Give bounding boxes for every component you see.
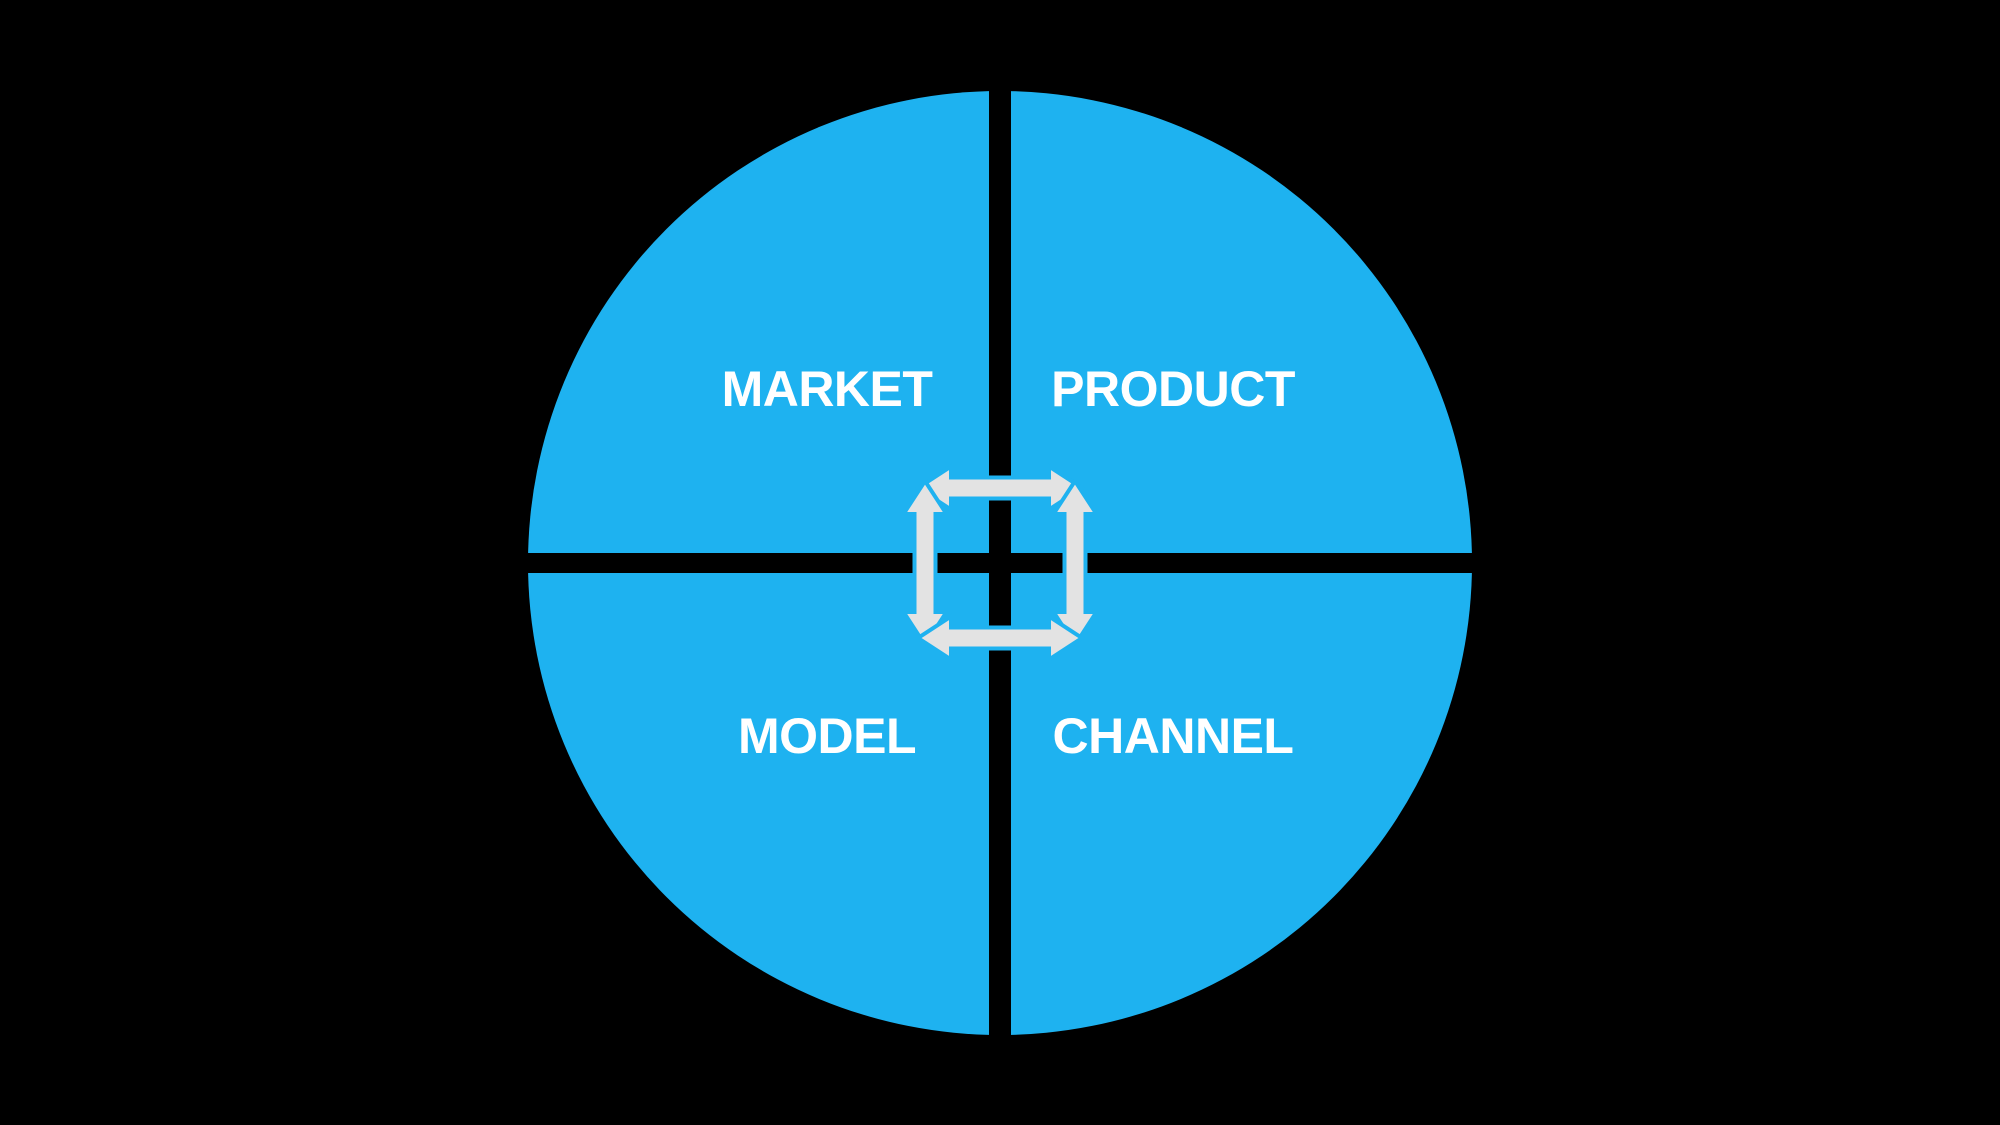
quadrant-label-market: MARKET [722,361,933,417]
cycle-double-arrows-icon [899,462,1101,664]
double-arrow-right [1049,477,1101,649]
divider-horizontal [0,553,2000,573]
double-arrow-top [914,462,1086,514]
quadrant-label-model: MODEL [738,708,916,764]
double-arrow-left [899,477,951,649]
double-arrow-bottom [914,612,1086,664]
quadrant-label-product: PRODUCT [1051,361,1295,417]
quadrant-label-channel: CHANNEL [1053,708,1294,764]
